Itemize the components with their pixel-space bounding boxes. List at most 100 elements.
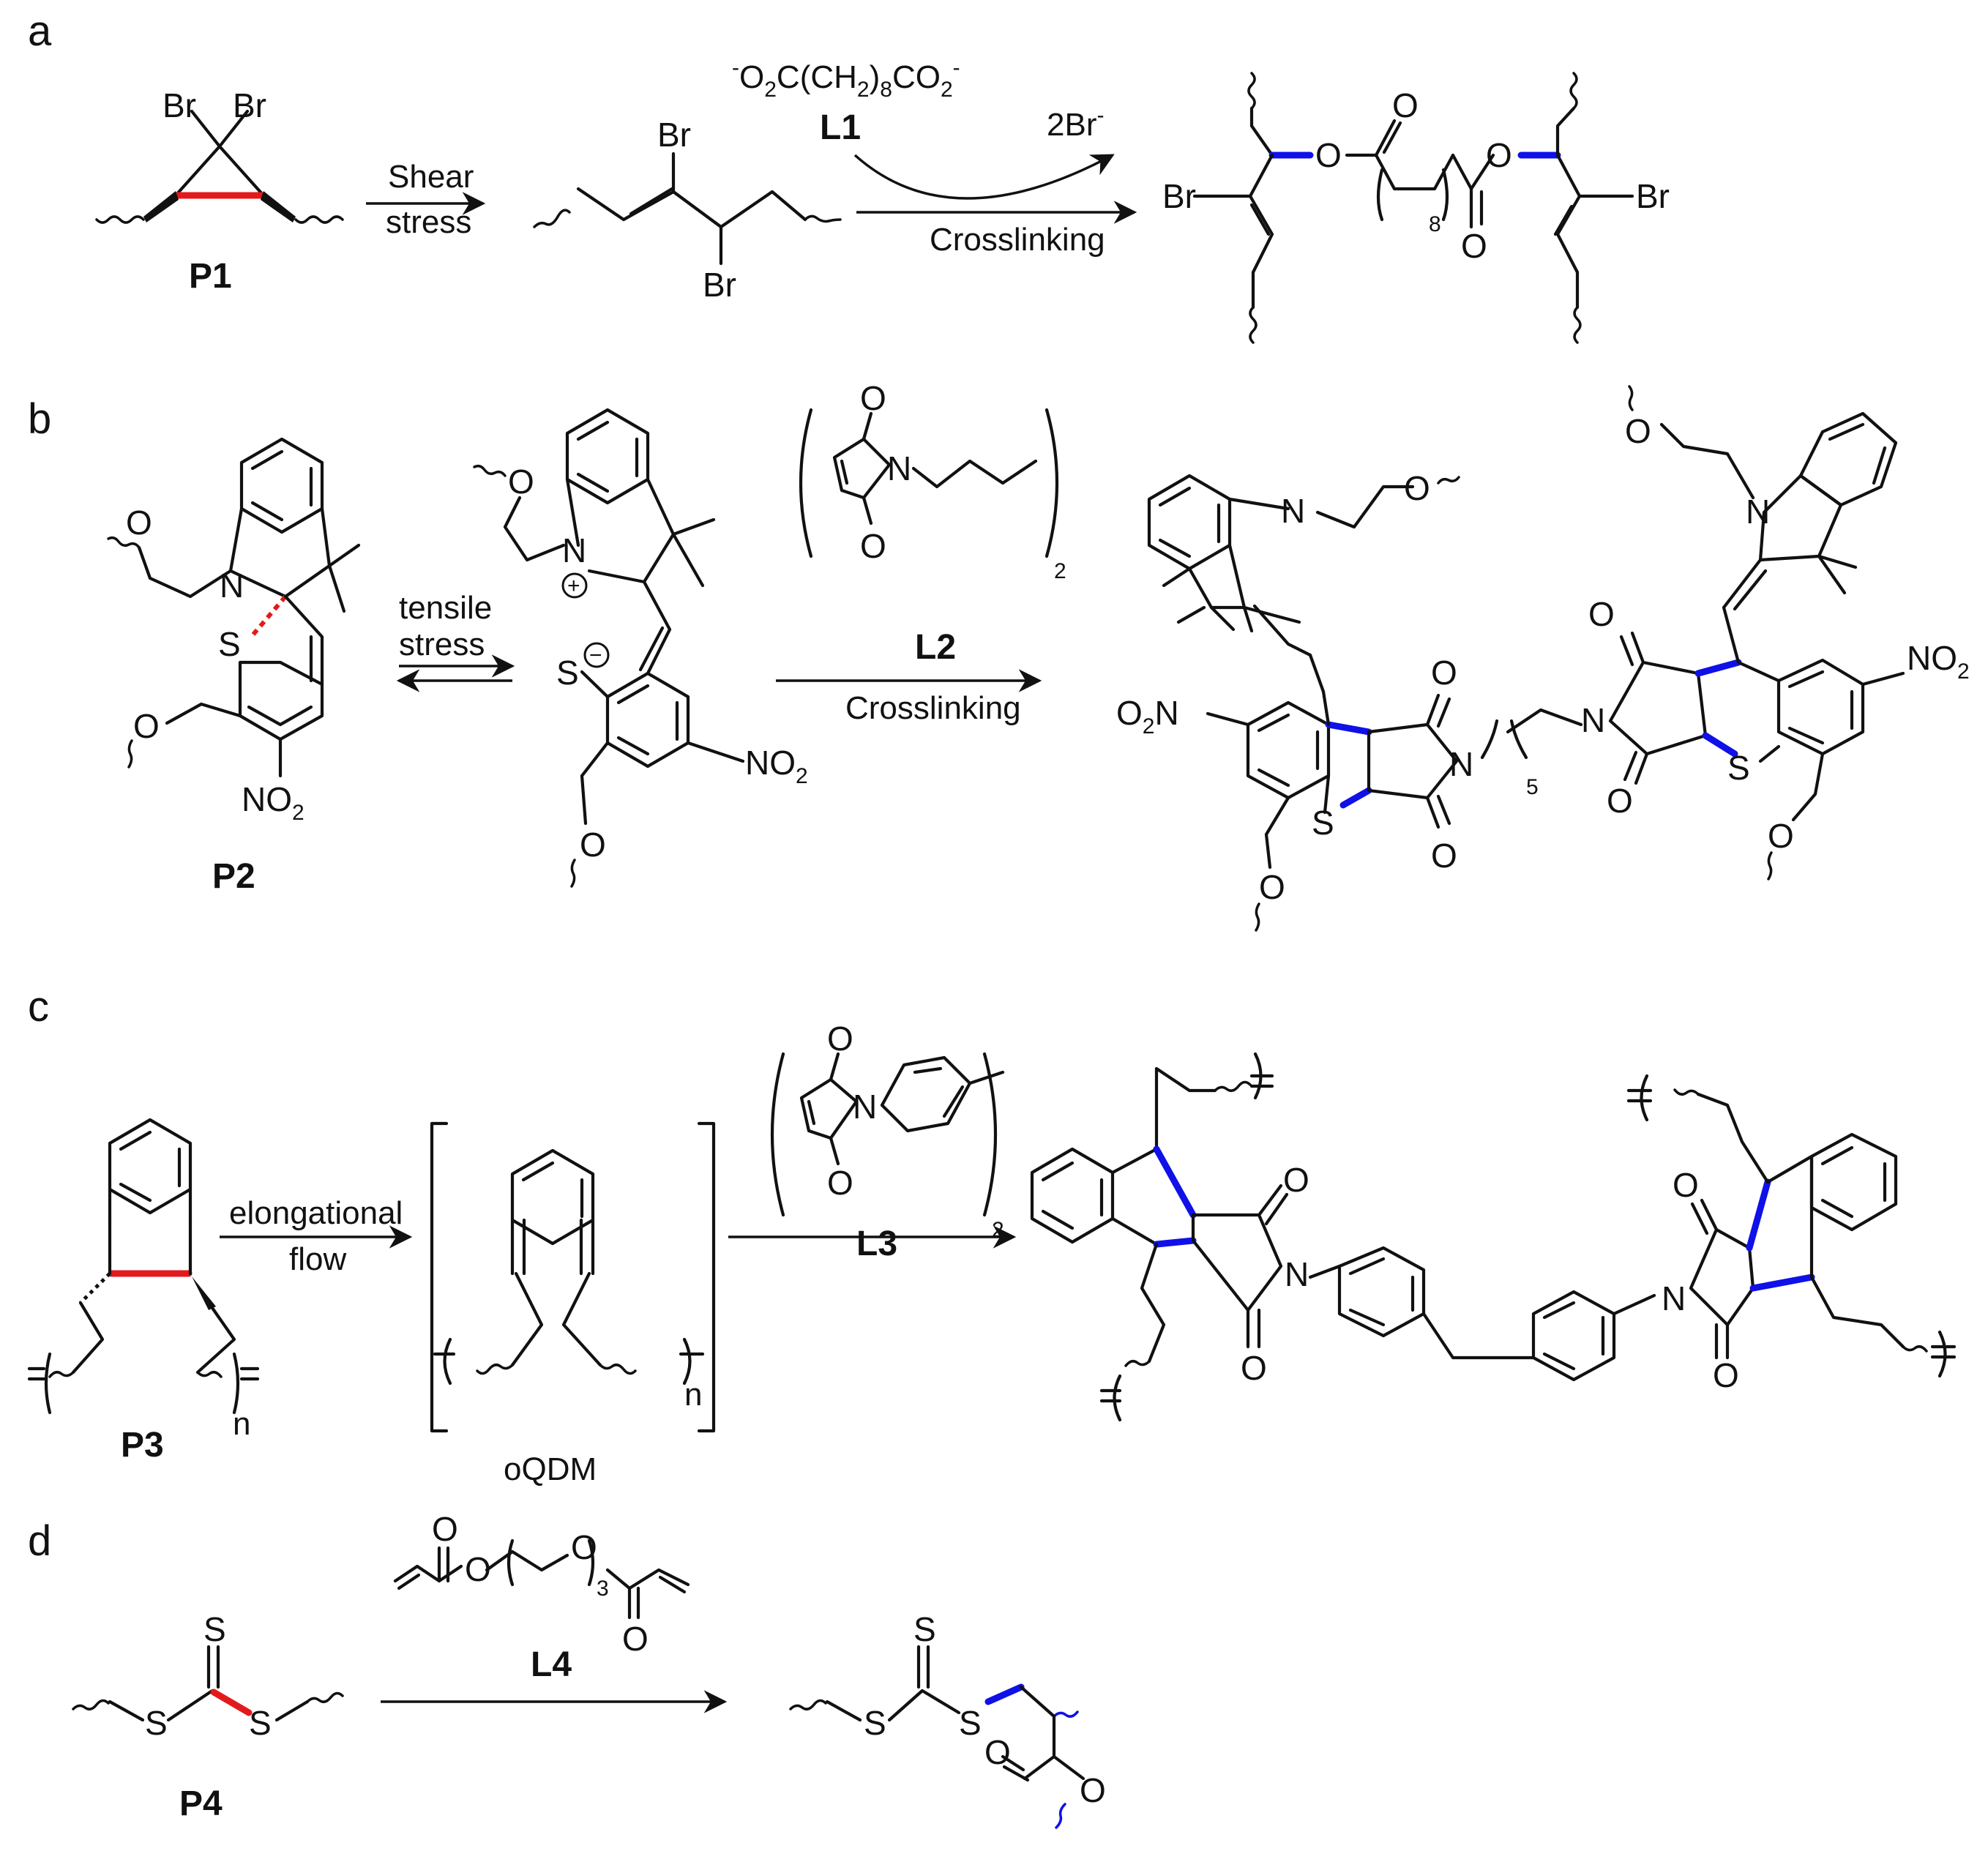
byproduct-text: 2Br-	[1047, 103, 1104, 143]
atom-s: S	[218, 625, 241, 663]
compound-label-p4: P4	[179, 1784, 223, 1823]
atom-o: O	[1768, 817, 1794, 855]
repeat-count: n	[233, 1406, 250, 1442]
nitro-group: NO2	[745, 744, 808, 788]
compound-label-p3: P3	[121, 1426, 164, 1465]
atom-br: Br	[703, 266, 736, 304]
panel-label-a: a	[28, 7, 52, 55]
charge-plus: +	[567, 574, 580, 598]
panel-label-c: c	[28, 983, 49, 1031]
atom-n: N	[220, 566, 244, 605]
condition-text: stress	[399, 627, 485, 662]
atom-o: O	[1713, 1356, 1739, 1394]
atom-o: O	[1486, 136, 1512, 174]
crosslinked-product-b: N O O2N S O O O N 5 N O O	[1116, 385, 1970, 932]
product-d: S S S O O	[789, 1610, 1106, 1829]
repeat-count: n	[684, 1377, 702, 1413]
l1-reagent: -O2C(CH2)8CO2- L1	[732, 56, 960, 147]
atom-o: O	[860, 527, 886, 565]
compound-label-p2: P2	[212, 857, 255, 896]
atom-o: O	[580, 826, 606, 864]
panel-d: d O O O 3 O L4 S S S P4 S S	[28, 1510, 1106, 1829]
atom-o: O	[126, 504, 152, 542]
atom-n: N	[1285, 1255, 1309, 1293]
p3-structure: n P3	[27, 1118, 260, 1465]
p4-structure: S S S P4	[72, 1610, 344, 1823]
atom-o: O	[1625, 412, 1651, 450]
atom-br: Br	[1636, 177, 1670, 215]
atom-br: Br	[1162, 177, 1196, 215]
atom-o: O	[432, 1510, 458, 1548]
atom-o: O	[1241, 1349, 1267, 1387]
atom-n: N	[1746, 493, 1770, 531]
atom-o: O	[1080, 1771, 1106, 1809]
byproduct-arrow	[853, 154, 1115, 200]
nitro-group: NO2	[242, 780, 304, 825]
repeat-count: 2	[992, 1218, 1004, 1242]
atom-o: O	[1404, 469, 1430, 507]
atom-o: O	[1283, 1161, 1309, 1199]
panel-c: c n P3 elongational flow n oQDM	[27, 983, 1957, 1487]
atom-n: N	[1581, 701, 1605, 739]
atom-o: O	[1431, 654, 1457, 692]
l4-reagent: O O O 3 O L4	[393, 1510, 690, 1684]
compound-label-l3: L3	[856, 1224, 897, 1263]
atom-s: S	[249, 1704, 272, 1742]
intermediate-label: oQDM	[504, 1451, 597, 1487]
atom-o: O	[1315, 136, 1342, 174]
atom-s: S	[1727, 749, 1750, 787]
nitro-group: NO2	[1907, 639, 1970, 684]
atom-o: O	[827, 1164, 853, 1202]
atom-br: Br	[657, 116, 691, 154]
atom-br: Br	[162, 86, 196, 124]
atom-s: S	[1312, 804, 1334, 842]
condition-text: Shear	[388, 159, 474, 195]
allyl-bromide-intermediate: Br Br	[533, 116, 842, 304]
condition-text: stress	[386, 204, 471, 240]
condition-text: Crosslinking	[930, 222, 1105, 258]
panel-label-b: b	[28, 395, 51, 443]
condition-text: tensile	[399, 590, 492, 626]
atom-o: O	[1461, 227, 1487, 265]
repeat-count: 8	[1429, 212, 1441, 236]
compound-label-l4: L4	[531, 1645, 572, 1684]
l1-formula: -O2C(CH2)8CO2-	[732, 56, 960, 102]
repeat-count: 2	[1054, 559, 1066, 583]
atom-n: N	[853, 1088, 877, 1126]
atom-o: O	[571, 1528, 597, 1566]
atom-s: S	[203, 1610, 226, 1648]
atom-o: O	[984, 1733, 1011, 1771]
atom-s: S	[864, 1704, 886, 1742]
atom-o: O	[827, 1020, 853, 1058]
atom-n: N	[1281, 492, 1305, 530]
compound-label-l2: L2	[915, 628, 956, 667]
atom-n: N	[887, 449, 911, 487]
atom-o: O	[1259, 868, 1285, 906]
crosslinked-product-c: O O N N O O	[1030, 1052, 1957, 1422]
atom-s: S	[556, 654, 579, 692]
repeat-count: 3	[597, 1577, 609, 1601]
charge-minus: −	[589, 643, 602, 668]
panel-a: a Br Br P1 Shear stress Br Br -O2C(CH2)8…	[28, 7, 1670, 344]
atom-n: N	[562, 531, 586, 569]
atom-s: S	[959, 1704, 982, 1742]
atom-o: O	[133, 707, 160, 745]
atom-o: O	[508, 463, 534, 501]
atom-s: S	[145, 1704, 168, 1742]
condition-text: Crosslinking	[845, 690, 1021, 726]
p2-structure: O N S O NO2 P2	[107, 437, 361, 896]
atom-o: O	[1673, 1166, 1699, 1204]
atom-o: O	[1607, 782, 1633, 820]
panel-label-d: d	[28, 1517, 51, 1565]
atom-n: N	[1449, 745, 1473, 783]
atom-o: O	[622, 1620, 649, 1658]
atom-s: S	[913, 1610, 936, 1648]
p1-structure: Br Br P1	[95, 86, 344, 296]
oqdm-intermediate: n oQDM	[430, 1121, 716, 1487]
l2-reagent: O O N 2 L2	[799, 379, 1066, 667]
condition-text: flow	[289, 1241, 346, 1277]
condition-text: elongational	[229, 1195, 403, 1231]
atom-o: O	[1392, 86, 1419, 124]
atom-o: O	[860, 379, 886, 417]
